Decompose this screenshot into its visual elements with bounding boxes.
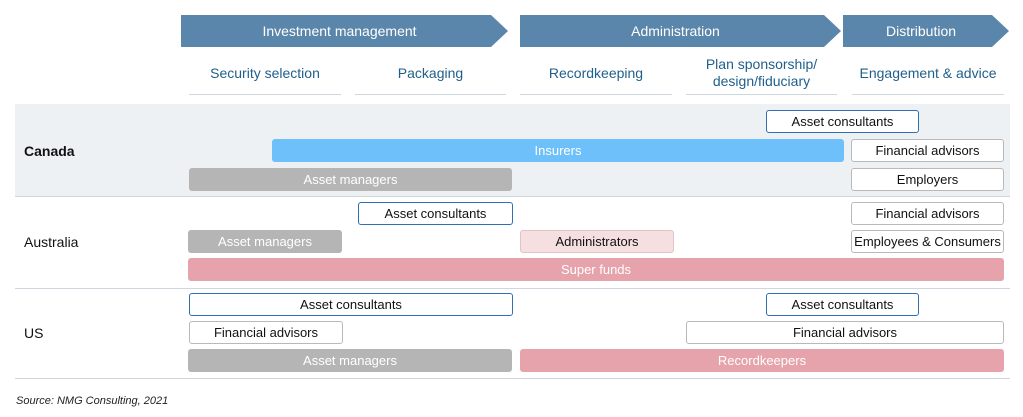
- canada-financial-advisors: Financial advisors: [851, 139, 1004, 162]
- activity-recordkeeping: Recordkeeping: [520, 52, 672, 95]
- australia-asset-consultants: Asset consultants: [358, 202, 513, 225]
- stage-distribution: Distribution: [843, 15, 1009, 47]
- separator-canada-australia: [15, 196, 1010, 197]
- source-note: Source: NMG Consulting, 2021: [16, 395, 169, 407]
- us-financial-advisors-left: Financial advisors: [189, 321, 343, 344]
- country-australia: Australia: [24, 234, 79, 250]
- canada-asset-managers: Asset managers: [189, 168, 512, 191]
- us-recordkeepers: Recordkeepers: [520, 349, 1004, 372]
- activity-plan-sponsorship: Plan sponsorship/ design/fiduciary: [686, 52, 837, 95]
- australia-financial-advisors: Financial advisors: [851, 202, 1004, 225]
- country-us: US: [24, 325, 44, 341]
- australia-super-funds: Super funds: [188, 258, 1004, 281]
- canada-insurers: Insurers: [272, 139, 844, 162]
- separator-australia-us: [15, 288, 1010, 289]
- activity-packaging: Packaging: [355, 52, 506, 95]
- australia-asset-managers: Asset managers: [188, 230, 342, 253]
- stage-administration: Administration: [520, 15, 841, 47]
- canada-asset-consultants: Asset consultants: [766, 110, 919, 133]
- australia-administrators: Administrators: [520, 230, 674, 253]
- country-canada: Canada: [24, 143, 75, 159]
- australia-employees-consumers: Employees & Consumers: [851, 230, 1004, 253]
- us-asset-consultants-left: Asset consultants: [189, 293, 513, 316]
- us-asset-consultants-right: Asset consultants: [766, 293, 919, 316]
- stage-investment-management: Investment management: [181, 15, 508, 47]
- activity-security-selection: Security selection: [189, 52, 341, 95]
- activity-engagement-advice: Engagement & advice: [852, 52, 1004, 95]
- canada-employers: Employers: [851, 168, 1004, 191]
- separator-us-bottom: [15, 378, 1010, 379]
- us-financial-advisors-right: Financial advisors: [686, 321, 1004, 344]
- us-asset-managers: Asset managers: [188, 349, 512, 372]
